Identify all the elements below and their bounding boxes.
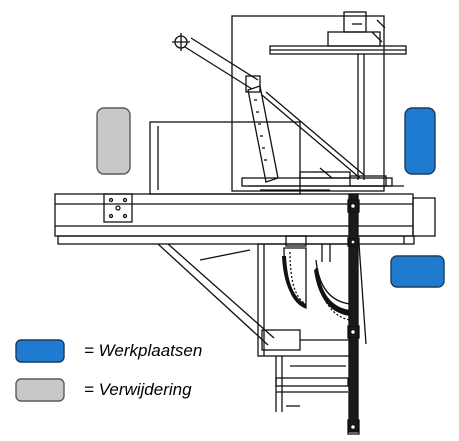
middle-housing [149, 121, 301, 195]
removal-zone-marker [96, 107, 131, 175]
workstation-marker-lower [390, 255, 445, 288]
support-strut [157, 243, 275, 346]
lower-extension [275, 356, 349, 412]
back-cabinet [231, 15, 385, 192]
legend-label-removal: = Verwijdering [84, 380, 192, 399]
top-head [269, 11, 407, 55]
legend-label-workstations: = Werkplaatsen [84, 341, 203, 360]
legend-swatch-removal [15, 378, 65, 402]
main-beam [54, 193, 415, 245]
workstation-marker-upper [404, 107, 436, 175]
arm-platform [241, 167, 404, 191]
machine-drawing [54, 11, 436, 435]
tilted-arm [247, 85, 365, 183]
beam-end-block [412, 197, 436, 237]
comb-teeth [282, 256, 350, 316]
upper-arm [184, 37, 261, 93]
vertical-rail [347, 193, 367, 435]
legend-swatch-workstation [15, 339, 65, 363]
